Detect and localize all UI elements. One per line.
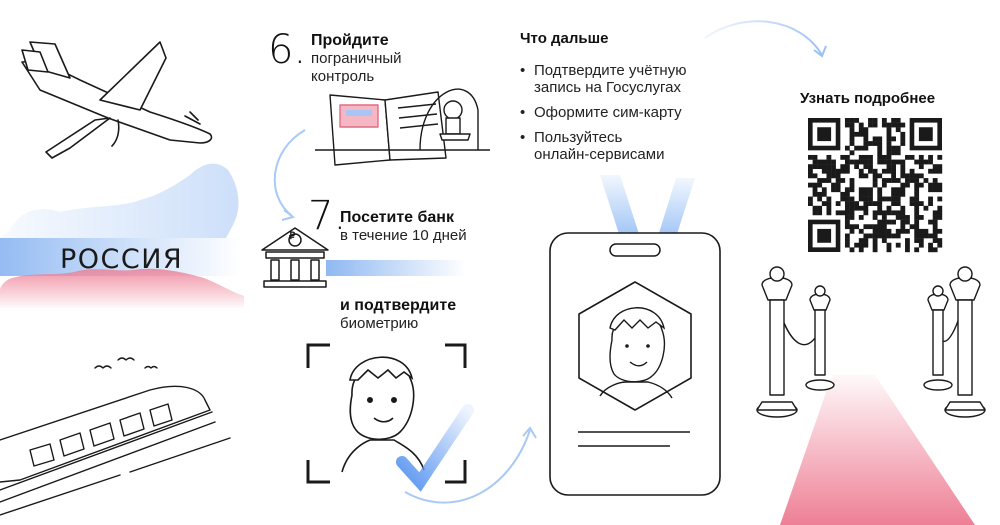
id-badge-icon	[549, 175, 721, 496]
more-title: Узнать подробнее	[800, 90, 936, 107]
step7-text: Посетите банк в течение 10 дней	[340, 208, 467, 245]
next-title: Что дальше	[520, 30, 609, 47]
face-scan-icon	[306, 343, 467, 484]
step7-line3: и подтвердите	[340, 297, 457, 314]
train-icon	[0, 357, 231, 516]
passport-icon	[315, 88, 490, 166]
checkmark-icon	[396, 404, 474, 492]
step7-subtitle: в течение 10 дней	[340, 227, 467, 244]
ruble-icon: ₽	[289, 231, 296, 242]
step7-title: Посетите банк	[340, 209, 454, 226]
airplane-icon	[21, 41, 213, 159]
qr-code	[808, 118, 943, 253]
step7-number: 7.	[308, 193, 347, 239]
russia-map	[0, 163, 244, 308]
next-item: Оформите сим-карту	[520, 104, 730, 121]
step7-biometry: и подтвердите биометрию	[340, 296, 456, 333]
country-label: РОССИЯ	[60, 244, 184, 275]
arrow-icon	[404, 429, 531, 504]
step6-line3: контроль	[311, 68, 375, 85]
step6-text: Пройдите пограничный контроль	[311, 31, 402, 86]
arrow-icon	[704, 20, 823, 56]
red-carpet	[780, 375, 975, 525]
arrow-icon	[273, 129, 306, 217]
bank-icon	[261, 227, 329, 288]
step6-title: Пройдите	[311, 32, 389, 49]
step7-line4: биометрию	[340, 315, 419, 332]
step6-line2: пограничный	[311, 50, 402, 67]
step6-number: 6.	[268, 27, 307, 73]
stanchion-icon	[756, 266, 986, 418]
